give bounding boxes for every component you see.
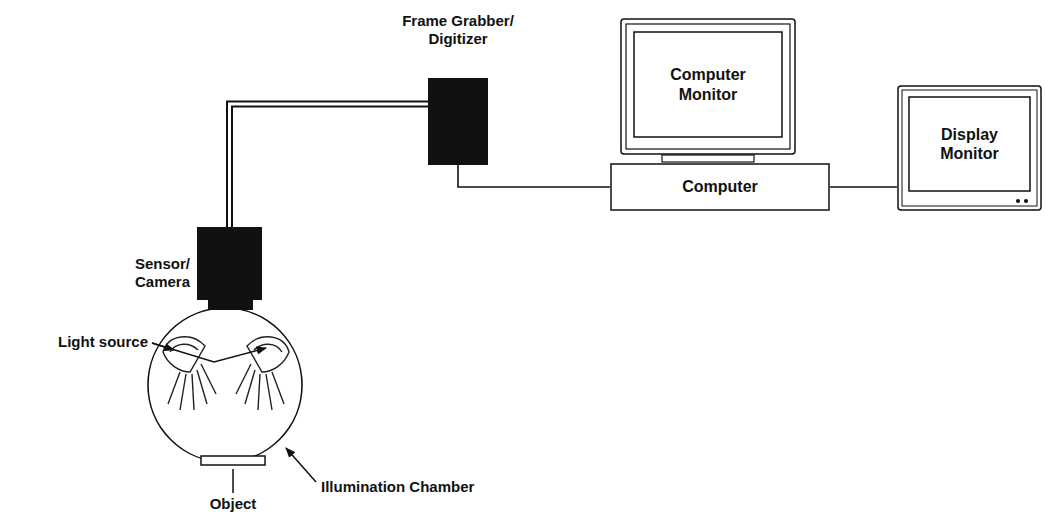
- part-label: Light source: [58, 333, 148, 350]
- device-outline: Display Monitor: [897, 85, 1042, 211]
- node-label: Object: [183, 495, 283, 513]
- node-label: Computer: [682, 177, 758, 196]
- device-outline: Computer Monitor: [620, 18, 796, 163]
- node-label: Illumination Chamber: [321, 478, 474, 496]
- node-label: Sensor/ Camera: [110, 255, 190, 291]
- device-box: Sensor/ Camera: [197, 227, 262, 300]
- cable: [230, 104, 429, 227]
- node-label: Display Monitor: [930, 125, 1010, 163]
- cable: [458, 165, 610, 187]
- leader-line: [152, 343, 266, 362]
- lamp: [163, 337, 216, 410]
- node-label: Computer Monitor: [658, 65, 758, 103]
- object-plate: Object: [200, 455, 266, 466]
- node-outline: [197, 227, 262, 300]
- node-outline: [428, 78, 488, 165]
- leader-line: [232, 469, 234, 493]
- node-outline: [200, 455, 266, 466]
- cable: [830, 187, 897, 188]
- lamp: [236, 337, 289, 410]
- node-outline: [147, 307, 303, 463]
- leader-line: [286, 448, 316, 482]
- chamber-circle: Illumination ChamberObject: [147, 307, 303, 463]
- node-label: Frame Grabber/ Digitizer: [383, 12, 533, 48]
- device-outline: Computer: [610, 163, 830, 211]
- device-box: Frame Grabber/ Digitizer: [428, 78, 488, 165]
